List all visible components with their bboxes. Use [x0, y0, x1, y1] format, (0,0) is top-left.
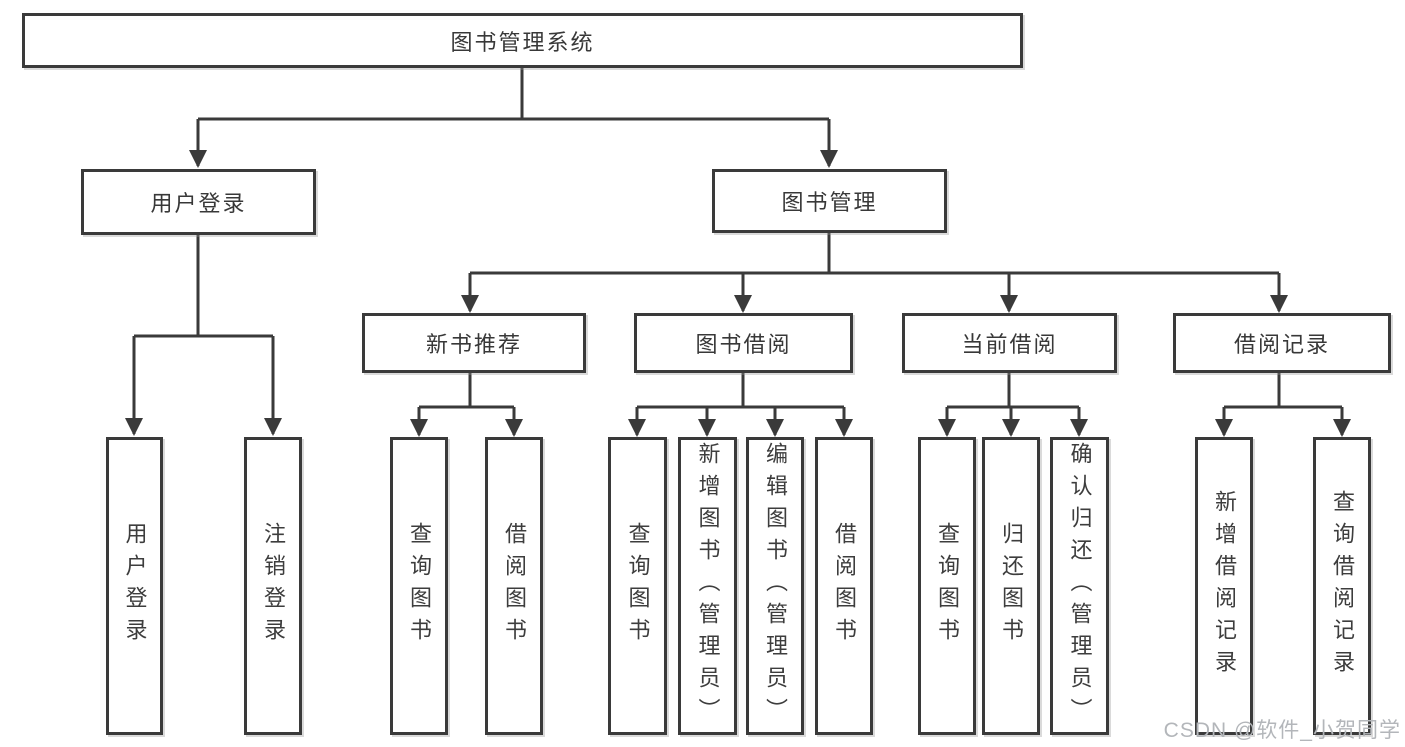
leaf-user-login-label: 用户登录 [122, 522, 148, 650]
leaf-br-add-record: 新增借阅记录 [1195, 437, 1253, 735]
node-root-system: 图书管理系统 [22, 13, 1023, 68]
leaf-cb-query-books-label: 查询图书 [935, 522, 960, 650]
leaf-bb-borrow-books: 借阅图书 [815, 437, 873, 735]
node-book-management: 图书管理 [712, 169, 947, 233]
node-root-system-label: 图书管理系统 [450, 29, 595, 55]
node-book-management-label: 图书管理 [781, 190, 878, 215]
leaf-nb-borrow-books: 借阅图书 [485, 437, 543, 735]
leaf-logout-label: 注销登录 [261, 522, 286, 650]
leaf-cb-confirm-return-admin-label: 确认归还（管理员） [1067, 442, 1093, 730]
leaf-cb-query-books: 查询图书 [918, 437, 976, 735]
node-user-login: 用户登录 [81, 169, 316, 235]
csdn-watermark: CSDN @软件_小贺同学 [1163, 719, 1401, 742]
leaf-br-query-record-label: 查询借阅记录 [1330, 490, 1355, 682]
leaf-nb-query-books: 查询图书 [390, 437, 448, 735]
leaf-nb-query-books-label: 查询图书 [407, 522, 432, 650]
leaf-cb-return-books: 归还图书 [982, 437, 1040, 735]
leaf-bb-query-books: 查询图书 [608, 437, 667, 735]
leaf-bb-add-books-admin: 新增图书（管理员） [678, 437, 737, 735]
leaf-bb-borrow-books-label: 借阅图书 [832, 522, 857, 650]
leaf-br-add-record-label: 新增借阅记录 [1212, 490, 1237, 682]
leaf-bb-edit-books-admin-label: 编辑图书（管理员） [763, 442, 788, 730]
node-book-borrowing: 图书借阅 [634, 313, 853, 373]
node-user-login-label: 用户登录 [150, 191, 247, 216]
node-new-book-recommend: 新书推荐 [362, 313, 586, 373]
node-new-book-recommend-label: 新书推荐 [425, 332, 522, 357]
leaf-bb-query-books-label: 查询图书 [625, 522, 651, 650]
leaf-cb-return-books-label: 归还图书 [999, 522, 1024, 650]
leaf-user-login: 用户登录 [106, 437, 163, 735]
leaf-br-query-record: 查询借阅记录 [1313, 437, 1371, 735]
leaf-bb-edit-books-admin: 编辑图书（管理员） [746, 437, 804, 735]
leaf-cb-confirm-return-admin: 确认归还（管理员） [1050, 437, 1109, 735]
node-borrowing-records-label: 借阅记录 [1233, 332, 1330, 357]
leaf-nb-borrow-books-label: 借阅图书 [502, 522, 527, 650]
leaf-logout: 注销登录 [244, 437, 302, 735]
node-current-borrowing-label: 当前借阅 [961, 332, 1058, 357]
node-borrowing-records: 借阅记录 [1173, 313, 1391, 373]
leaf-bb-add-books-admin-label: 新增图书（管理员） [695, 442, 721, 730]
node-book-borrowing-label: 图书借阅 [695, 332, 792, 357]
node-current-borrowing: 当前借阅 [902, 313, 1117, 373]
